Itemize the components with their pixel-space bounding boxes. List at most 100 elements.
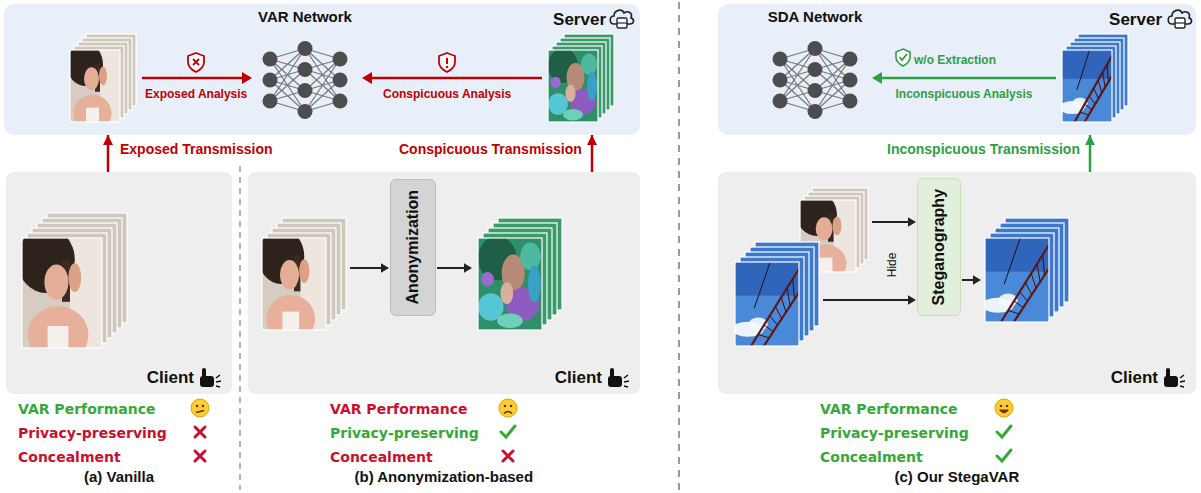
label-box: Inconspicuous Analysis xyxy=(896,84,1033,102)
sky-top xyxy=(1062,50,1112,79)
video-frame xyxy=(982,238,1049,322)
network-neuron xyxy=(263,94,278,109)
network-neuron xyxy=(263,52,278,67)
node-label: Steganography xyxy=(930,189,948,305)
network-neuron xyxy=(298,62,313,77)
anon-blob xyxy=(587,72,597,101)
video-frame-stack xyxy=(732,242,819,346)
ride-strut xyxy=(764,325,773,331)
face-eye xyxy=(1006,405,1009,408)
cross-mark xyxy=(195,427,205,437)
network-node: VAR Network xyxy=(250,6,360,124)
arrow-line xyxy=(437,267,464,269)
cross-mark xyxy=(503,451,513,461)
network-neuron xyxy=(298,104,313,119)
criterion-row: VAR Performance xyxy=(18,400,155,418)
frame-border xyxy=(548,50,598,122)
edge-label: Exposed Transmission xyxy=(118,141,275,157)
node-label: Anonymization xyxy=(404,190,422,305)
video-frame-stack xyxy=(258,218,346,343)
network-neuron xyxy=(298,41,313,56)
edge-label-box: Conspicuous Transmission xyxy=(397,140,584,158)
network-neuron xyxy=(808,104,823,119)
criterion-label: Privacy-preserving xyxy=(330,425,479,441)
node-label: Server xyxy=(553,10,606,30)
network-node: SDA Network xyxy=(760,6,870,124)
photo-shirt xyxy=(818,258,833,272)
criterion-label: Concealment xyxy=(18,449,121,465)
hand-palm xyxy=(1164,376,1178,387)
ride-strut xyxy=(1085,104,1092,109)
ride-strut xyxy=(1037,264,1040,282)
ride-strut xyxy=(1103,72,1106,87)
edge-label: Conspicuous Transmission xyxy=(397,141,584,157)
ride-strut xyxy=(1098,80,1102,93)
ride-cable xyxy=(754,262,770,308)
video-frame xyxy=(732,262,799,346)
face-eye xyxy=(196,405,199,408)
video-frame-stack xyxy=(478,218,562,330)
illustration-group xyxy=(258,218,629,387)
arrow-line xyxy=(350,267,381,269)
frame-picture xyxy=(70,50,120,122)
photo-hand xyxy=(299,259,309,283)
panel-caption: (b) Anonymization-based xyxy=(355,468,534,485)
photo-shirt xyxy=(48,326,69,348)
transmission-arrow xyxy=(591,135,594,172)
check-shield-icon xyxy=(896,49,910,66)
frame-border xyxy=(70,50,120,122)
photo-face xyxy=(280,260,299,289)
frame-picture xyxy=(985,238,1049,322)
arrow-line xyxy=(142,77,242,80)
frame-picture xyxy=(262,238,326,330)
criterion-label: Concealment xyxy=(330,449,433,465)
check-stroke xyxy=(501,426,515,437)
face-eye xyxy=(202,405,205,408)
criterion-row: Concealment xyxy=(820,448,923,466)
shield-icon xyxy=(188,53,204,72)
photo-face xyxy=(84,67,99,90)
label-box: Exposed Analysis xyxy=(145,84,247,102)
ride-cable xyxy=(1077,50,1090,90)
shield-outline xyxy=(896,49,910,66)
video-frame xyxy=(548,49,598,122)
anon-blob xyxy=(520,243,540,271)
ride-beam xyxy=(1001,245,1049,322)
shield-cross xyxy=(193,59,199,65)
illustration-group xyxy=(17,213,221,387)
shield-outline xyxy=(188,53,204,72)
face-mouth xyxy=(504,412,512,414)
network-neuron xyxy=(333,52,348,67)
network-neuron xyxy=(773,52,788,67)
ride-strut xyxy=(787,288,790,306)
process-box: Steganography xyxy=(917,178,961,316)
arrow-line xyxy=(823,299,908,301)
annotation-label: Conspicuous Analysis xyxy=(383,88,511,102)
video-frame-stack xyxy=(982,218,1069,322)
illustration-group xyxy=(773,41,858,119)
frame-picture xyxy=(1062,50,1112,122)
criterion-label: VAR Performance xyxy=(330,401,467,417)
node-label: VAR Network xyxy=(258,8,352,25)
network-neuron xyxy=(333,73,348,88)
edge-label-box: Inconspicuous Transmission xyxy=(885,140,1082,158)
criterion-row: VAR Performance xyxy=(330,400,467,418)
frame-border xyxy=(478,238,542,330)
annotation-label: Inconspicuous Analysis xyxy=(896,88,1033,102)
photo-shirt xyxy=(86,108,99,122)
ride-beam xyxy=(751,269,799,346)
photo-body xyxy=(74,95,112,122)
arrow-line xyxy=(872,221,908,223)
client-panel: ClientSteganography xyxy=(718,172,1196,394)
photo-face xyxy=(44,264,68,299)
network-neuron xyxy=(808,41,823,56)
criterion-label: VAR Performance xyxy=(18,401,155,417)
arrow-head xyxy=(973,275,981,285)
criterion-row: Privacy-preserving xyxy=(330,424,479,442)
criterion-label: Concealment xyxy=(820,449,923,465)
illustration-group xyxy=(872,10,1192,122)
network-neuron xyxy=(298,83,313,98)
client-panel: ClientAnonymization xyxy=(248,172,640,394)
check-stroke xyxy=(997,426,1011,437)
server-box xyxy=(617,18,627,28)
